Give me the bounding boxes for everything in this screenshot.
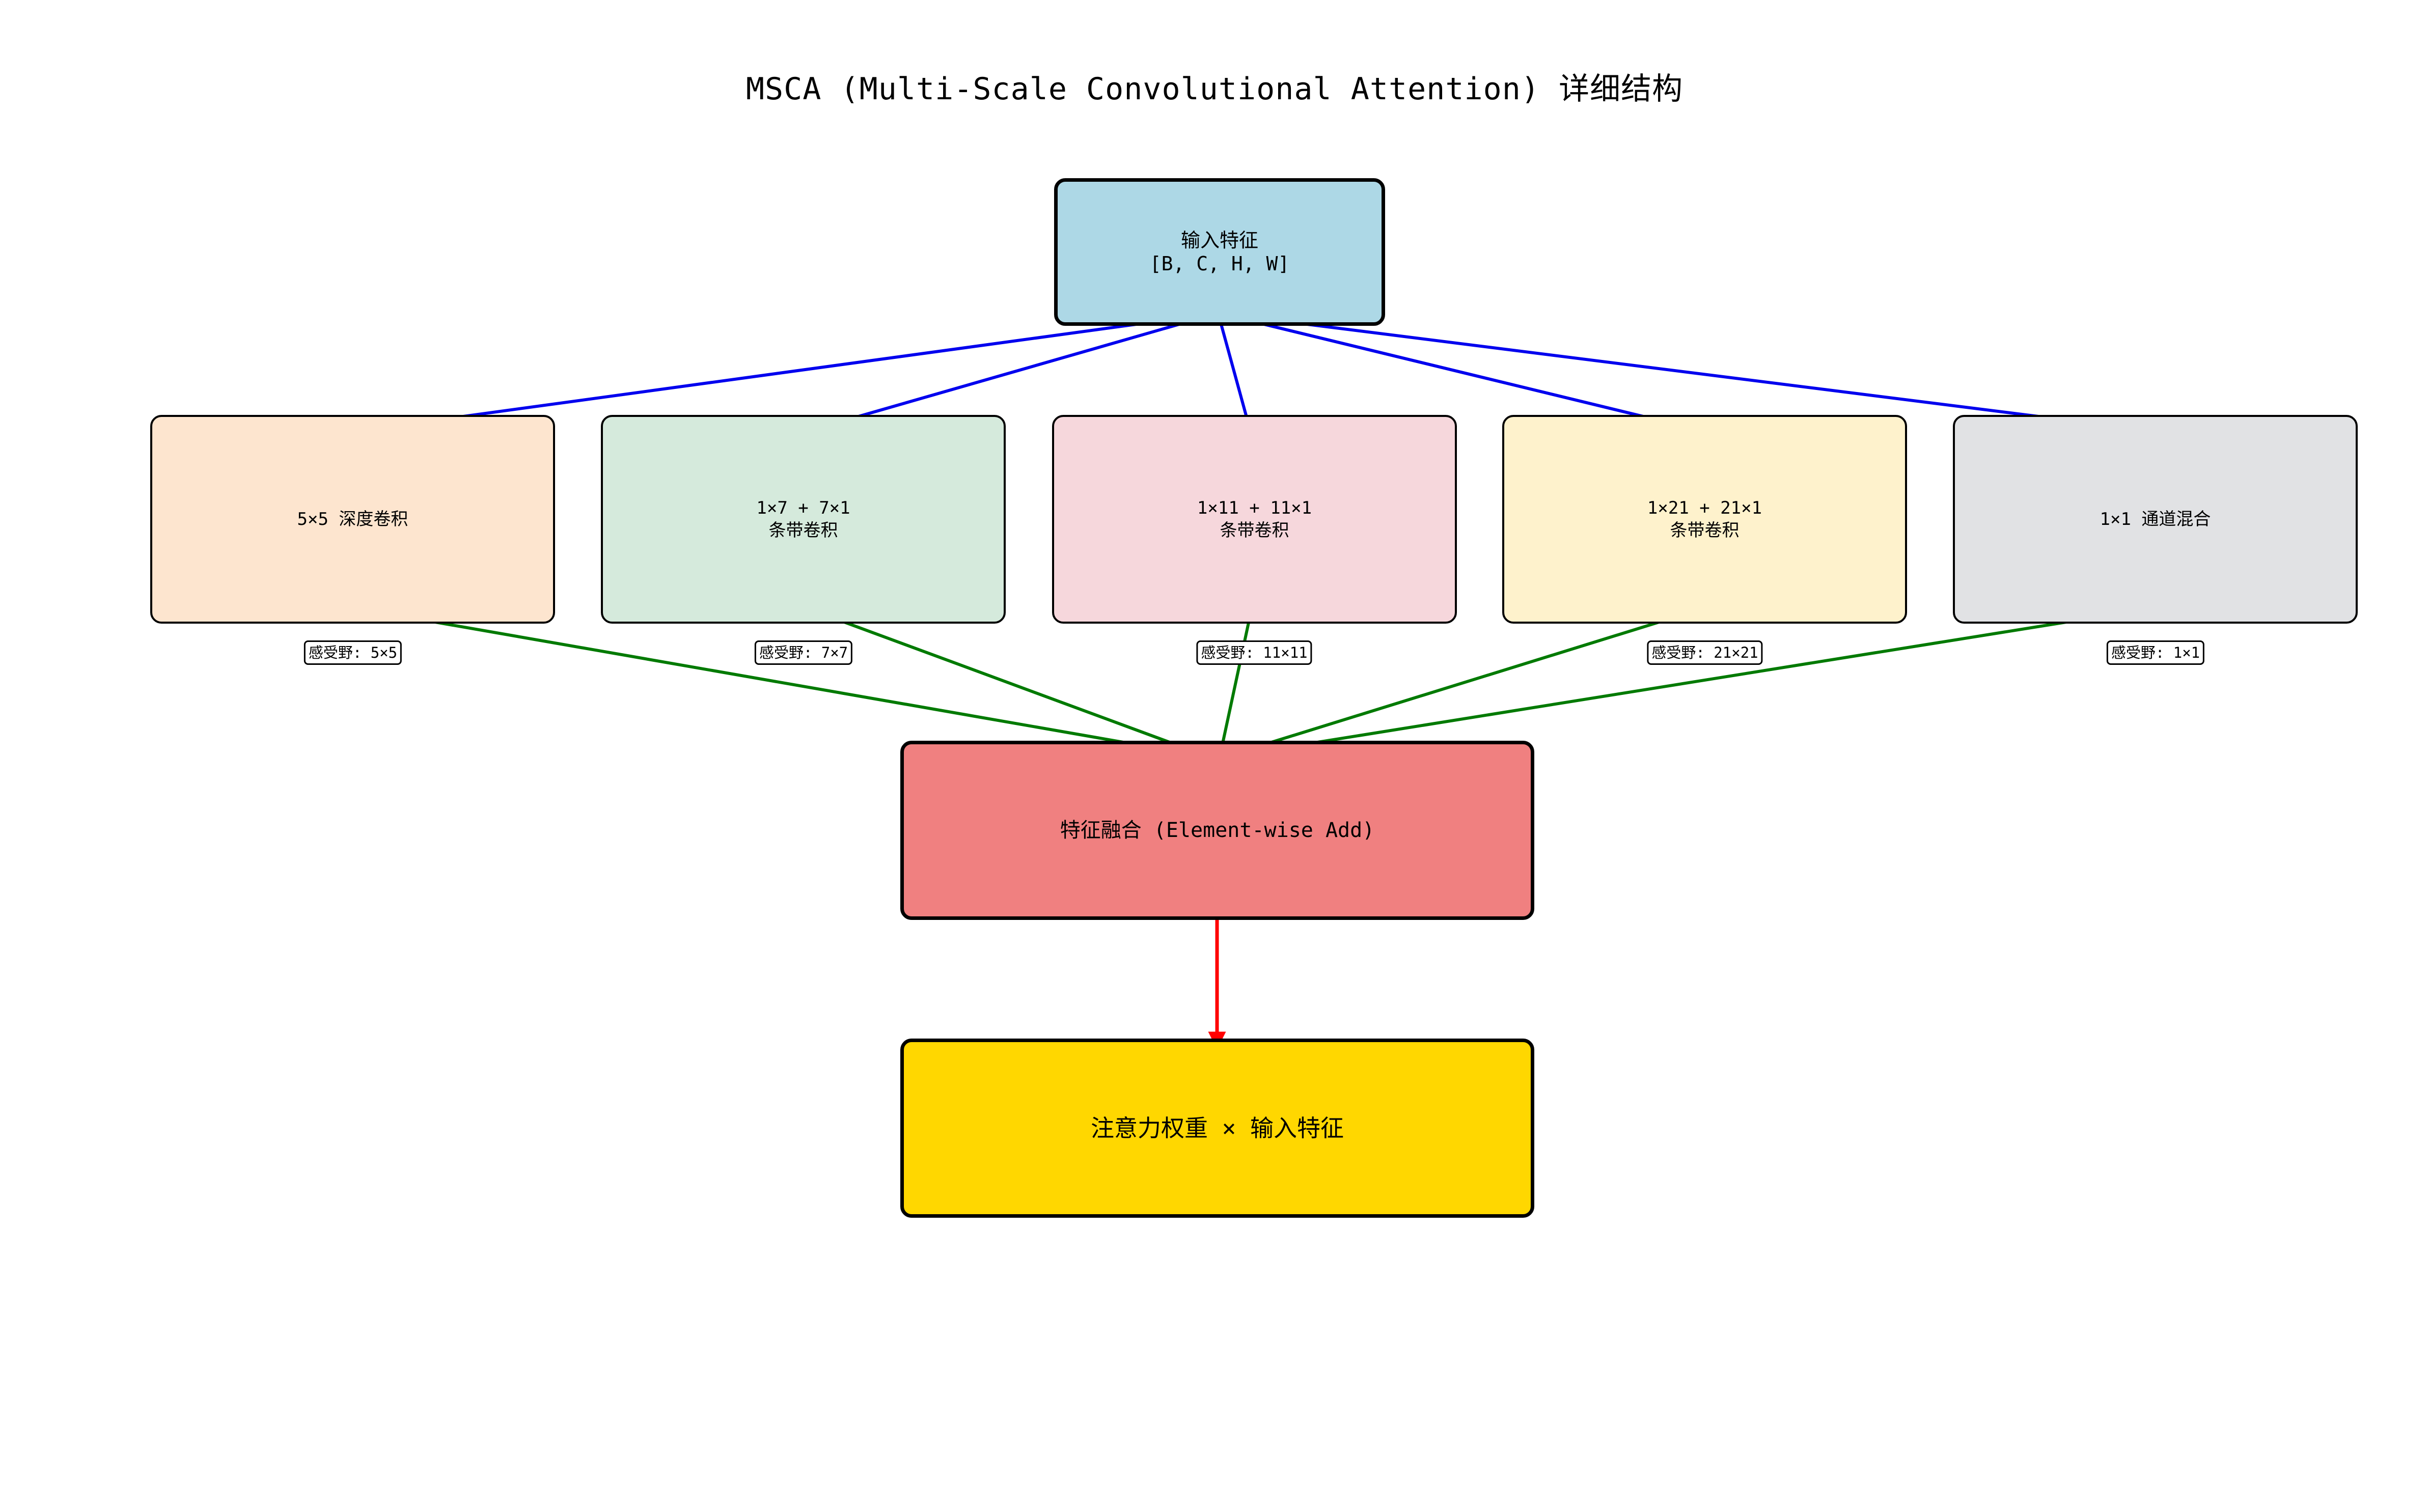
branch-depthwise-5x5: 5×5 深度卷积: [150, 415, 555, 624]
branch-to-fusion-arrow: [806, 607, 1212, 760]
branch-channel-mix-1x1: 1×1 通道混合: [1953, 415, 2358, 624]
branch-sublabel: 条带卷积: [768, 520, 838, 541]
attention-output-label: 注意力权重 × 输入特征: [1090, 1114, 1344, 1142]
branch-label: 1×7 + 7×1: [756, 498, 850, 518]
branch-label: 5×5 深度卷积: [297, 509, 408, 529]
branch-strip-21: 1×21 + 21×1 条带卷积: [1502, 415, 1907, 624]
input-to-branch-arrow: [809, 312, 1219, 434]
branch-sublabel: 条带卷积: [1220, 520, 1289, 541]
receptive-field-badge: 感受野: 5×5: [303, 640, 402, 665]
branch-label: 1×21 + 21×1: [1647, 498, 1762, 518]
branch-to-fusion-edges: [356, 607, 2152, 763]
attention-output-node: 注意力权重 × 输入特征: [900, 1039, 1534, 1218]
branch-strip-11: 1×11 + 11×1 条带卷积: [1052, 415, 1457, 624]
branch-label: 1×1 通道混合: [2100, 509, 2211, 529]
input-feature-label: 输入特征: [1180, 229, 1258, 251]
diagram-title: MSCA (Multi-Scale Convolutional Attentio…: [746, 71, 1683, 107]
branch-to-fusion-arrow: [1221, 607, 2152, 763]
branch-to-fusion-arrow: [356, 607, 1212, 763]
branch-to-fusion-arrow: [1221, 607, 1704, 761]
receptive-field-badge: 感受野: 1×1: [2106, 640, 2205, 665]
input-to-branch-arrow: [361, 312, 1219, 436]
receptive-field-badge: 感受野: 11×11: [1196, 640, 1312, 665]
input-to-branch-edges: [361, 312, 2149, 436]
branch-to-fusion-arrow: [1215, 608, 1253, 759]
input-to-branch-arrow: [1218, 312, 1701, 435]
input-to-branch-arrow: [1217, 313, 1254, 432]
feature-fusion-label: 特征融合 (Element-wise Add): [1060, 819, 1375, 842]
branch-strip-7: 1×7 + 7×1 条带卷积: [601, 415, 1006, 624]
input-feature-node: 输入特征 [B, C, H, W]: [1054, 178, 1385, 326]
receptive-field-badge: 感受野: 7×7: [754, 640, 853, 665]
branch-label: 1×11 + 11×1: [1197, 498, 1312, 518]
feature-fusion-node: 特征融合 (Element-wise Add): [900, 741, 1534, 920]
input-to-branch-arrow: [1218, 312, 2149, 436]
input-feature-shape: [B, C, H, W]: [1149, 253, 1290, 275]
branch-sublabel: 条带卷积: [1670, 520, 1740, 541]
receptive-field-badge: 感受野: 21×21: [1647, 640, 1763, 665]
